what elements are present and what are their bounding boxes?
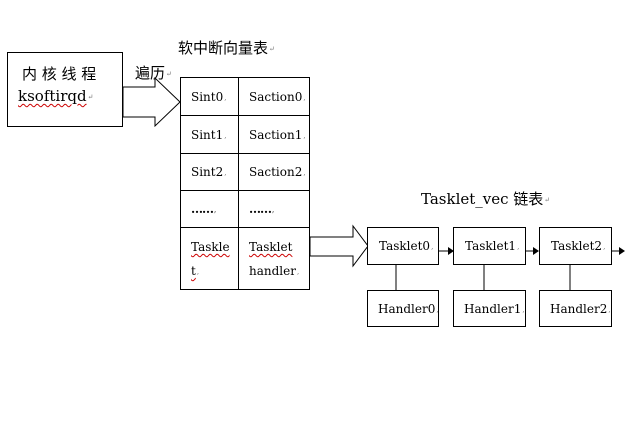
handler-node-label: Handler0,: [378, 302, 439, 316]
tasklet-node: Tasklet2,: [539, 227, 612, 265]
table-cell-tasklet-handler: handler,: [249, 264, 300, 278]
table-cell-left: ……,: [191, 202, 217, 216]
handler-node-label: Handler2,: [550, 302, 611, 316]
tasklet-list-arrow: [309, 224, 369, 268]
kernel-thread-label: 内 核 线 程: [22, 65, 97, 83]
softirq-vector-table: Sint0, Saction0, Sint1, Saction1, Sint2,…: [180, 77, 310, 290]
table-cell-left: Sint0,: [191, 90, 227, 104]
handler-node: Handler0,: [367, 290, 439, 327]
table-cell-right: Saction1,: [249, 128, 306, 142]
link-arrow-3: [619, 247, 625, 255]
table-title: 软中断向量表↵: [178, 39, 275, 57]
link-arrow-1: [448, 247, 454, 255]
traverse-label: 遍历↵: [135, 64, 172, 82]
list-title: Tasklet_vec 链表↵: [421, 190, 551, 208]
table-cell-right: ……,: [249, 202, 275, 216]
handler-node: Handler1,: [453, 290, 526, 327]
table-cell-right: Saction2,: [249, 165, 306, 179]
table-cell-right: Saction0,: [249, 90, 306, 104]
tasklet-node: Tasklet1,: [453, 227, 526, 265]
table-cell-left: Sint1,: [191, 128, 227, 142]
table-cell-tasklet-right: Tasklet: [249, 240, 293, 254]
tasklet-node-label: Tasklet2,: [551, 239, 606, 253]
handler-node: Handler2,: [539, 290, 612, 327]
kernel-thread-box: 内 核 线 程 ksoftirqd↵: [7, 52, 123, 127]
table-cell-tasklet-left-wrap: t,: [191, 264, 200, 278]
ksoftirqd-label: ksoftirqd↵: [18, 87, 94, 105]
table-cell-tasklet-left: Taskle: [191, 240, 230, 254]
traverse-arrow: [122, 76, 181, 128]
table-cell-left: Sint2,: [191, 165, 227, 179]
link-arrow-2: [533, 247, 539, 255]
tasklet-node: Tasklet0,: [367, 227, 439, 265]
tasklet-node-label: Tasklet1,: [465, 239, 520, 253]
handler-node-label: Handler1,: [464, 302, 525, 316]
tasklet-node-label: Tasklet0,: [379, 239, 434, 253]
